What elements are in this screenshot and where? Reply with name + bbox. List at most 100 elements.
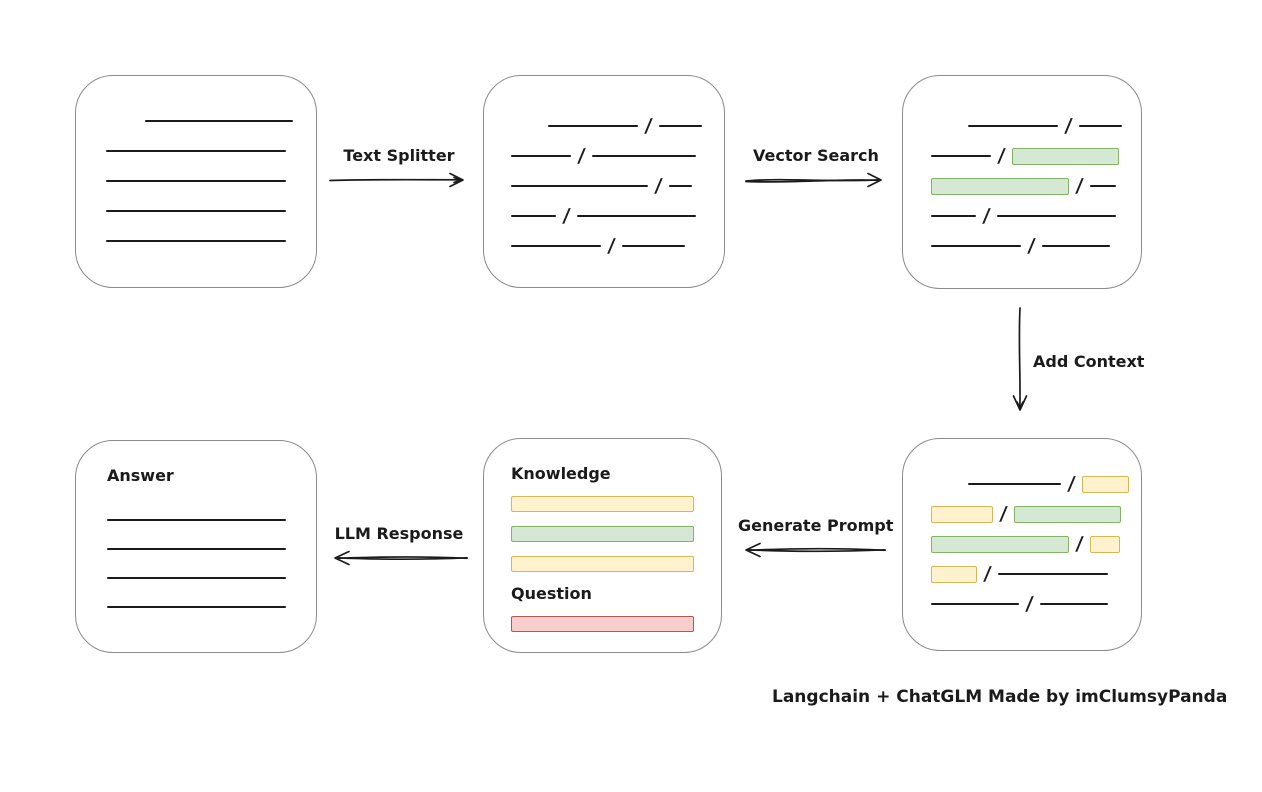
indent-spacer: [931, 126, 961, 127]
segment-row: /: [511, 201, 724, 231]
llm-response-arrow: LLM Response: [330, 524, 468, 570]
text-line: [997, 573, 1108, 575]
text-line: [931, 603, 1019, 605]
segment-row: /: [511, 141, 724, 171]
knowledge-label: Knowledge: [511, 464, 611, 483]
text-line: [511, 245, 601, 247]
segment-row: /: [511, 111, 724, 141]
slash-separator: /: [996, 144, 1007, 167]
green-highlight-chip: [1013, 505, 1121, 523]
text-line: [145, 120, 293, 122]
indent-spacer: [511, 126, 541, 127]
green-highlight-chip: [931, 177, 1069, 195]
segment-row: /: [931, 589, 1141, 619]
question-label: Question: [511, 584, 592, 603]
text-splitter-arrow: Text Splitter: [328, 146, 470, 192]
yellow-highlight-chip: [931, 565, 977, 583]
text-line: [668, 185, 692, 187]
segment-row: /: [931, 201, 1141, 231]
text-line: [107, 547, 286, 550]
segment-row: [106, 106, 316, 136]
segment-row: /: [931, 469, 1141, 499]
add-context-label: Add Context: [1033, 352, 1145, 371]
text-line: [511, 155, 571, 157]
yellow-highlight-chip: [931, 505, 993, 523]
text-line: [591, 155, 696, 157]
slash-separator: /: [1026, 234, 1037, 257]
red-bar: [511, 616, 694, 632]
segment-row: [106, 166, 316, 196]
yellow-bar: [511, 496, 694, 512]
segment-row: [107, 592, 316, 621]
generate-prompt-arrow: Generate Prompt: [738, 516, 894, 562]
text-line: [107, 605, 286, 608]
yellow-highlight-chip: [1081, 475, 1129, 493]
text-line: [996, 215, 1116, 217]
segment-row: /: [931, 231, 1141, 261]
split-chunks-node: / / / / /: [483, 75, 725, 288]
arrow-left-icon: [334, 550, 468, 566]
green-highlight-chip: [1011, 147, 1119, 165]
text-line: [1078, 125, 1122, 127]
text-line: [548, 125, 638, 127]
text-line: [1089, 185, 1116, 187]
segment-row: /: [931, 111, 1141, 141]
slash-separator: /: [1063, 114, 1074, 137]
slash-separator: /: [653, 174, 664, 197]
text-line: [106, 210, 286, 212]
segment-row: [106, 136, 316, 166]
text-line: [1041, 245, 1110, 247]
segment-row: [107, 505, 316, 534]
slash-separator: /: [981, 204, 992, 227]
text-line: [658, 125, 702, 127]
slash-separator: /: [643, 114, 654, 137]
text-line: [106, 240, 286, 242]
vector-search-arrow: Vector Search: [745, 146, 887, 192]
indent-spacer: [106, 121, 138, 122]
llm-response-label: LLM Response: [334, 524, 464, 543]
text-line: [511, 185, 648, 187]
slash-separator: /: [1024, 592, 1035, 615]
slash-separator: /: [606, 234, 617, 257]
vector-search-label: Vector Search: [753, 146, 879, 165]
slash-separator: /: [1074, 174, 1085, 197]
answer-node: Answer: [75, 440, 317, 653]
text-line: [621, 245, 685, 247]
text-line: [107, 518, 286, 521]
text-line: [968, 483, 1061, 485]
segment-row: /: [511, 231, 724, 261]
text-line: [106, 150, 286, 152]
slash-separator: /: [998, 502, 1009, 525]
segment-row: [106, 196, 316, 226]
text-line: [107, 576, 286, 579]
text-line: [931, 155, 991, 157]
text-line: [1039, 603, 1108, 605]
text-line: [931, 215, 976, 217]
text-line: [968, 125, 1058, 127]
document-node: [75, 75, 317, 288]
arrow-down-icon: [1012, 307, 1028, 411]
arrow-left-icon: [745, 542, 886, 558]
text-splitter-label: Text Splitter: [343, 146, 455, 165]
segment-row: /: [931, 529, 1141, 559]
green-bar: [511, 526, 694, 542]
context-chunks-node: /////: [902, 438, 1142, 651]
segment-row: /: [931, 171, 1141, 201]
segment-row: /: [511, 171, 724, 201]
text-line: [106, 180, 286, 182]
text-line: [576, 215, 696, 217]
indent-spacer: [931, 484, 961, 485]
segment-row: /: [931, 499, 1141, 529]
answer-label: Answer: [107, 466, 174, 485]
diagram-caption: Langchain + ChatGLM Made by imClumsyPand…: [772, 687, 1228, 707]
green-highlight-chip: [931, 535, 1069, 553]
slash-separator: /: [561, 204, 572, 227]
generate-prompt-label: Generate Prompt: [738, 516, 894, 535]
slash-separator: /: [1066, 472, 1077, 495]
slash-separator: /: [1074, 532, 1085, 555]
prompt-node: Knowledge Question: [483, 438, 722, 653]
yellow-highlight-chip: [1089, 535, 1120, 553]
matched-chunks-node: / / / / /: [902, 75, 1142, 289]
answer-lines: [107, 505, 316, 621]
